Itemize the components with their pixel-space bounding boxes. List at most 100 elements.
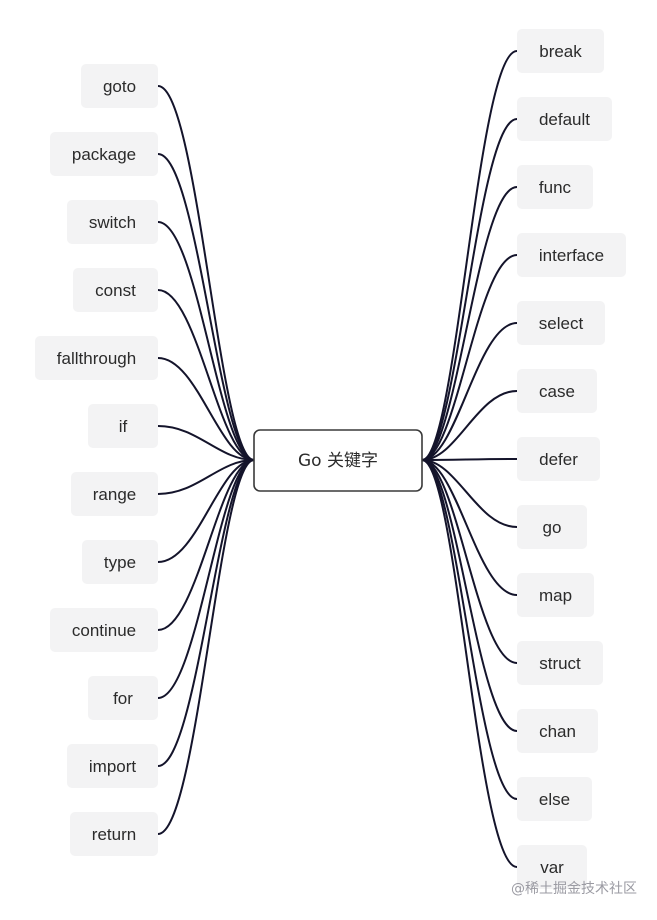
keyword-node-fallthrough[interactable]: fallthrough [35, 336, 158, 380]
keyword-node-const[interactable]: const [73, 268, 158, 312]
keyword-node-if[interactable]: if [88, 404, 158, 448]
keyword-label: var [540, 858, 564, 877]
connector-chan [421, 459, 518, 732]
keyword-node-box [517, 505, 587, 549]
keyword-node-select[interactable]: select [517, 301, 605, 345]
connector-fallthrough [157, 357, 255, 461]
keyword-node-box [50, 132, 158, 176]
keyword-node-struct[interactable]: struct [517, 641, 603, 685]
keyword-node-box [517, 29, 604, 73]
keyword-label: go [543, 518, 562, 537]
connector-for [157, 459, 255, 699]
keyword-label: else [539, 790, 570, 809]
keyword-node-package[interactable]: package [50, 132, 158, 176]
keyword-node-box [517, 437, 600, 481]
keyword-node-defer[interactable]: defer [517, 437, 600, 481]
left-keyword-nodes: goto package switch const fallthrough if range… [35, 64, 158, 856]
keyword-node-box [517, 369, 597, 413]
keyword-node-import[interactable]: import [67, 744, 158, 788]
keyword-node-box [50, 608, 158, 652]
connector-defer [421, 458, 518, 461]
keyword-node-chan[interactable]: chan [517, 709, 598, 753]
keyword-node-type[interactable]: type [82, 540, 158, 584]
keyword-node-box [67, 200, 158, 244]
keyword-label: struct [539, 654, 581, 673]
keyword-label: select [539, 314, 584, 333]
keyword-node-func[interactable]: func [517, 165, 593, 209]
keyword-node-interface[interactable]: interface [517, 233, 626, 277]
connector-select [421, 322, 518, 461]
connector-map [421, 459, 518, 596]
keyword-node-else[interactable]: else [517, 777, 592, 821]
keyword-node-box [517, 301, 605, 345]
keyword-node-box [517, 845, 587, 889]
keyword-label: chan [539, 722, 576, 741]
connector-return [157, 459, 255, 835]
connector-import [157, 459, 255, 767]
keyword-label: const [95, 281, 136, 300]
keyword-node-range[interactable]: range [71, 472, 158, 516]
center-node[interactable]: Go 关键字 [253, 429, 423, 492]
connector-type [157, 459, 255, 563]
keyword-label: map [539, 586, 572, 605]
connector-lines [157, 50, 518, 868]
keyword-node-box [517, 573, 594, 617]
keyword-node-go[interactable]: go [517, 505, 587, 549]
connector-default [421, 118, 518, 461]
keyword-label: type [104, 553, 136, 572]
keyword-label: package [72, 145, 136, 164]
keyword-node-box [517, 165, 593, 209]
keyword-node-box [517, 709, 598, 753]
keyword-node-box [81, 64, 158, 108]
keyword-label: interface [539, 246, 604, 265]
connector-func [421, 186, 518, 461]
keyword-label: switch [89, 213, 136, 232]
connector-const [157, 289, 255, 461]
keyword-label: func [539, 178, 572, 197]
keyword-label: continue [72, 621, 136, 640]
keyword-node-box [517, 777, 592, 821]
keyword-label: for [113, 689, 133, 708]
keyword-node-box [73, 268, 158, 312]
keyword-node-box [517, 97, 612, 141]
keyword-label: goto [103, 77, 136, 96]
right-keyword-nodes: break default func interface select case defer… [517, 29, 626, 889]
keyword-label: case [539, 382, 575, 401]
keyword-node-map[interactable]: map [517, 573, 594, 617]
connector-switch [157, 221, 255, 461]
keyword-node-box [70, 812, 158, 856]
connector-interface [421, 254, 518, 461]
keyword-node-box [35, 336, 158, 380]
keyword-label: defer [539, 450, 578, 469]
center-node-label: Go 关键字 [298, 451, 378, 471]
keyword-node-goto[interactable]: goto [81, 64, 158, 108]
keyword-node-box [88, 404, 158, 448]
keyword-node-break[interactable]: break [517, 29, 604, 73]
keyword-label: if [119, 417, 128, 436]
keyword-label: import [89, 757, 137, 776]
connector-else [421, 459, 518, 800]
connector-package [157, 153, 255, 461]
keyword-node-case[interactable]: case [517, 369, 597, 413]
keyword-node-var[interactable]: var [517, 845, 587, 889]
keyword-node-return[interactable]: return [70, 812, 158, 856]
connector-continue [157, 459, 255, 631]
keyword-node-default[interactable]: default [517, 97, 612, 141]
connector-var [421, 459, 518, 868]
keyword-node-for[interactable]: for [88, 676, 158, 720]
connector-go [421, 459, 518, 528]
connector-if [157, 425, 255, 461]
keyword-node-box [71, 472, 158, 516]
connector-struct [421, 459, 518, 664]
keyword-node-box [88, 676, 158, 720]
keyword-label: return [92, 825, 136, 844]
keyword-node-box [517, 233, 626, 277]
keyword-node-box [67, 744, 158, 788]
keyword-label: fallthrough [57, 349, 136, 368]
keyword-node-continue[interactable]: continue [50, 608, 158, 652]
keyword-label: default [539, 110, 590, 129]
connector-break [421, 50, 518, 461]
keyword-label: range [93, 485, 136, 504]
keyword-node-switch[interactable]: switch [67, 200, 158, 244]
